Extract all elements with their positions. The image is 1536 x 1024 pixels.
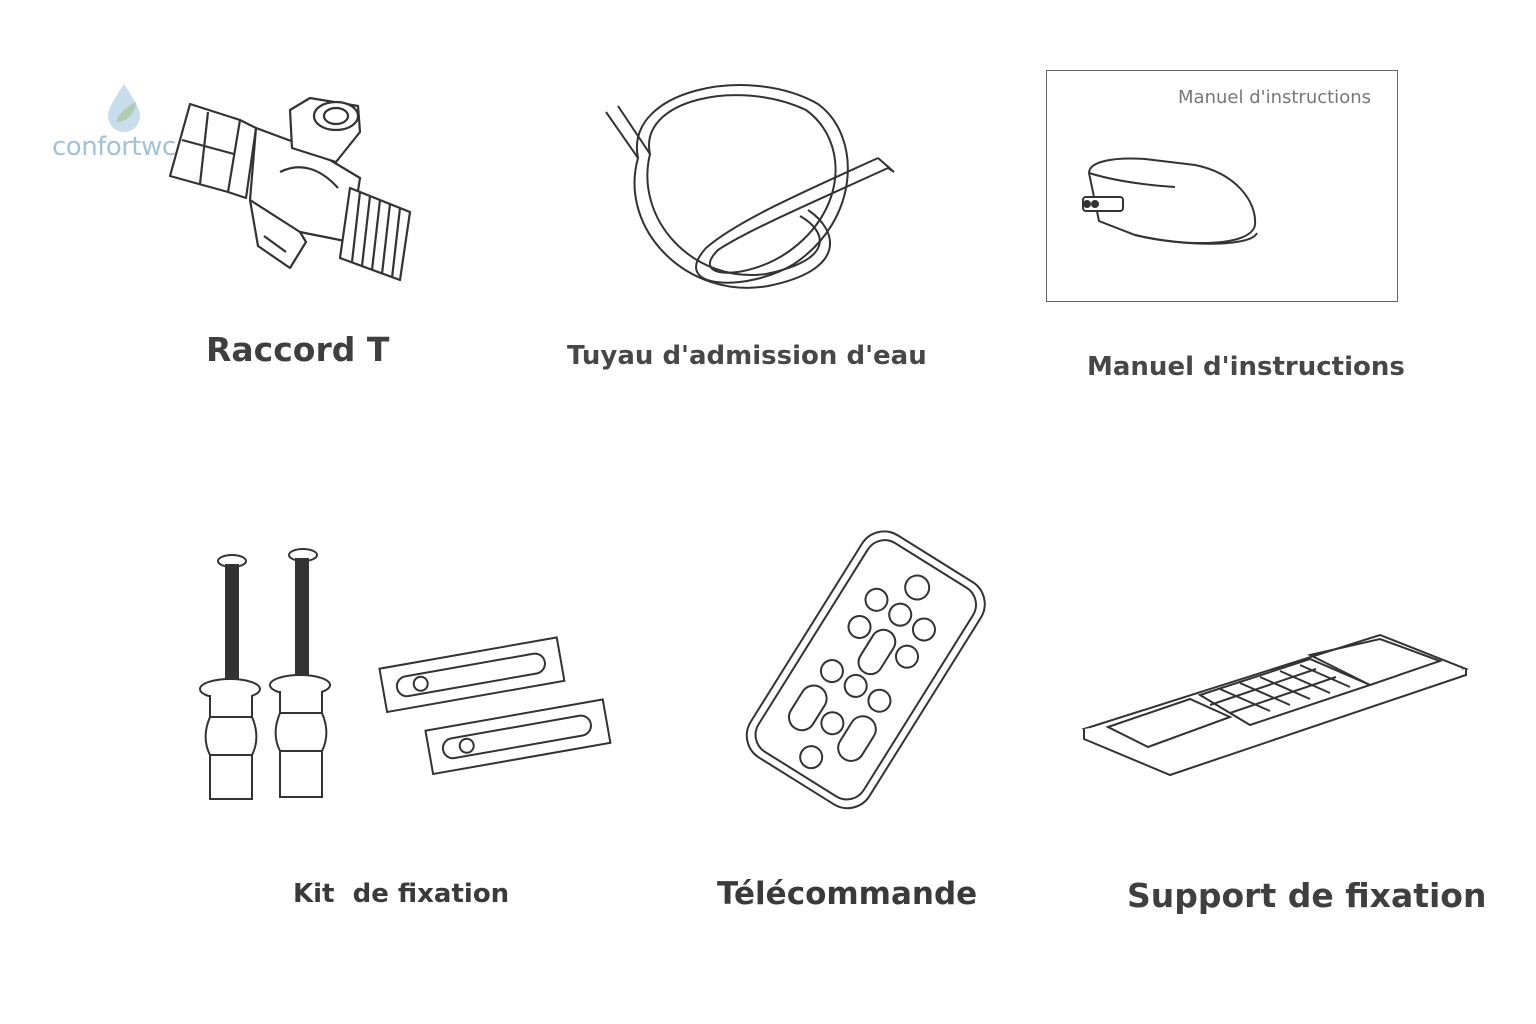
t-connector-icon (168, 96, 412, 282)
label-kit-fixation: Kit de fixation (293, 879, 510, 909)
label-support-fixation: Support de fixation (1127, 876, 1487, 915)
instruction-manual-icon: Manuel d'instructions (1046, 70, 1398, 302)
label-manuel: Manuel d'instructions (1087, 352, 1405, 382)
fixing-kit-icon (199, 548, 612, 800)
water-hose-icon (605, 84, 895, 289)
bidet-seat-illustration (1082, 157, 1258, 245)
water-drop-leaf-icon (108, 84, 140, 132)
label-raccord-t: Raccord T (206, 330, 390, 369)
label-telecommande: Télécommande (717, 876, 978, 912)
manual-cover-title: Manuel d'instructions (1178, 87, 1371, 108)
mounting-bracket-icon (1081, 633, 1469, 777)
brand-logo: confortwc (52, 82, 202, 172)
brand-logo-text: confortwc (52, 132, 176, 162)
remote-control-icon (745, 530, 986, 810)
label-tuyau: Tuyau d'admission d'eau (567, 341, 927, 371)
